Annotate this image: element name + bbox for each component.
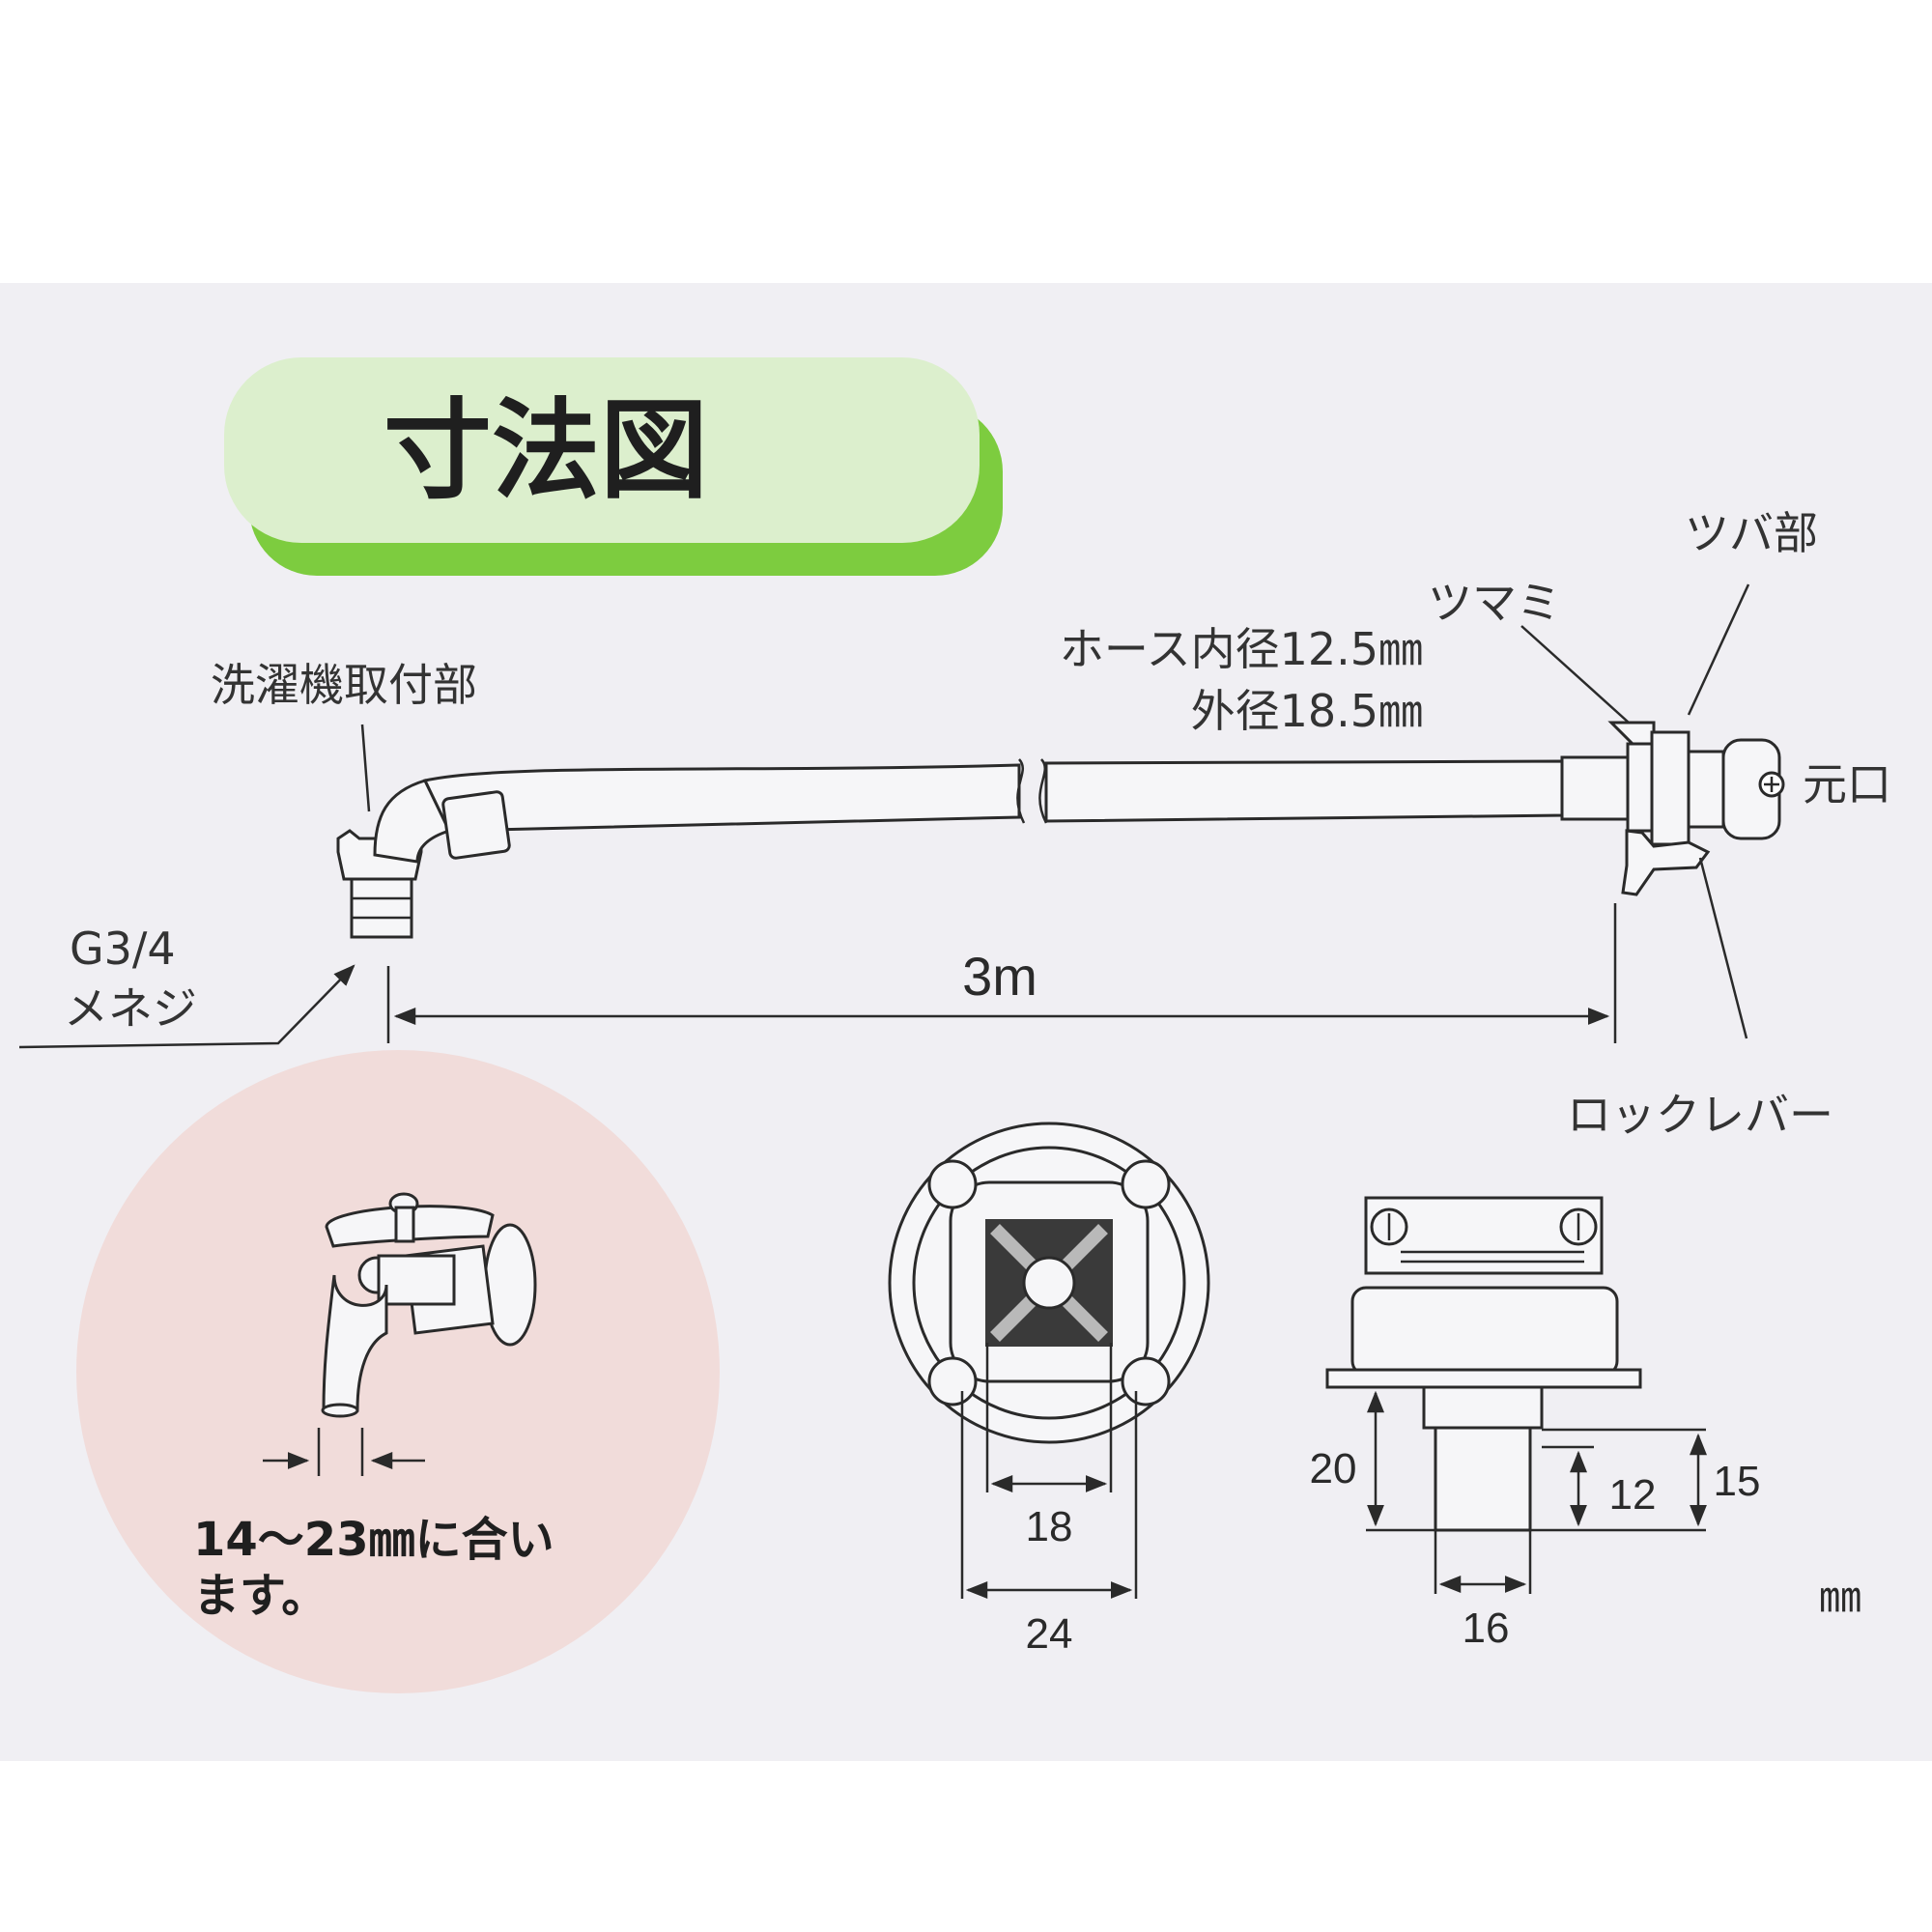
side-view-dimensions: 20 12 15 16 xyxy=(1310,1385,1761,1652)
washer-mount-label: 洗濯機取付部 xyxy=(211,659,477,711)
faucet-fit-line1: 14〜23㎜に合い xyxy=(193,1513,554,1567)
source-label: 元口 xyxy=(1803,758,1891,810)
unit-label: ㎜ xyxy=(1819,1574,1861,1621)
hose-body-left xyxy=(422,763,1021,833)
hose-body-right xyxy=(1044,759,1567,823)
flange-plate xyxy=(1650,730,1690,846)
hose-end-collar xyxy=(1560,755,1630,821)
knob-tab xyxy=(1607,721,1656,746)
inner-width-label: 18 xyxy=(1026,1503,1073,1550)
faucet-icon xyxy=(321,1192,537,1418)
side-view-nozzle xyxy=(1434,1426,1532,1532)
hose-icon xyxy=(336,721,1785,939)
washer-mount-thread xyxy=(350,877,413,939)
hose-outer-label: 外径18.5㎜ xyxy=(1191,685,1423,737)
flange-ring xyxy=(1687,750,1725,829)
flange-label: ツバ部 xyxy=(1685,507,1818,559)
length-label: 3m xyxy=(962,946,1037,1007)
nozzle-height-label: 12 xyxy=(1609,1471,1657,1519)
title-badge: 寸法図 xyxy=(224,357,1003,576)
thread-type-label: メネジ xyxy=(64,982,197,1035)
connector-side-view-icon xyxy=(1325,1196,1642,1532)
side-view-body xyxy=(1350,1286,1619,1377)
top-view-dimensions: 18 24 xyxy=(960,1343,1138,1658)
faucet-fit-line2: ます。 xyxy=(193,1569,327,1623)
hose-inner-label: ホース内径12.5㎜ xyxy=(1060,623,1423,675)
faucet-fit-badge: 14〜23㎜に合い ます。 xyxy=(76,1050,720,1693)
faucet-circle xyxy=(76,1050,720,1693)
lock-lever-label: ロックレバー xyxy=(1567,1089,1833,1141)
leader-lines xyxy=(18,583,1750,1049)
connector-top-view-icon xyxy=(888,1122,1210,1444)
knob-body xyxy=(1626,742,1655,833)
title-badge-fill xyxy=(224,357,980,543)
total-height-label: 20 xyxy=(1310,1445,1357,1492)
thread-size-label: G3/4 xyxy=(70,923,176,975)
side-height-label: 15 xyxy=(1714,1458,1761,1505)
title-text: 寸法図 xyxy=(384,388,708,514)
outer-width-label: 24 xyxy=(1026,1610,1073,1658)
side-view-neck xyxy=(1422,1385,1544,1430)
side-view-flange xyxy=(1325,1368,1642,1389)
hose-collar xyxy=(441,790,511,860)
knob-label: ツマミ xyxy=(1428,577,1561,629)
hose-break-mark xyxy=(1016,758,1026,824)
nozzle-width-label: 16 xyxy=(1463,1605,1510,1652)
lock-lever-shape xyxy=(1621,829,1711,896)
length-dimension xyxy=(386,903,1617,1043)
